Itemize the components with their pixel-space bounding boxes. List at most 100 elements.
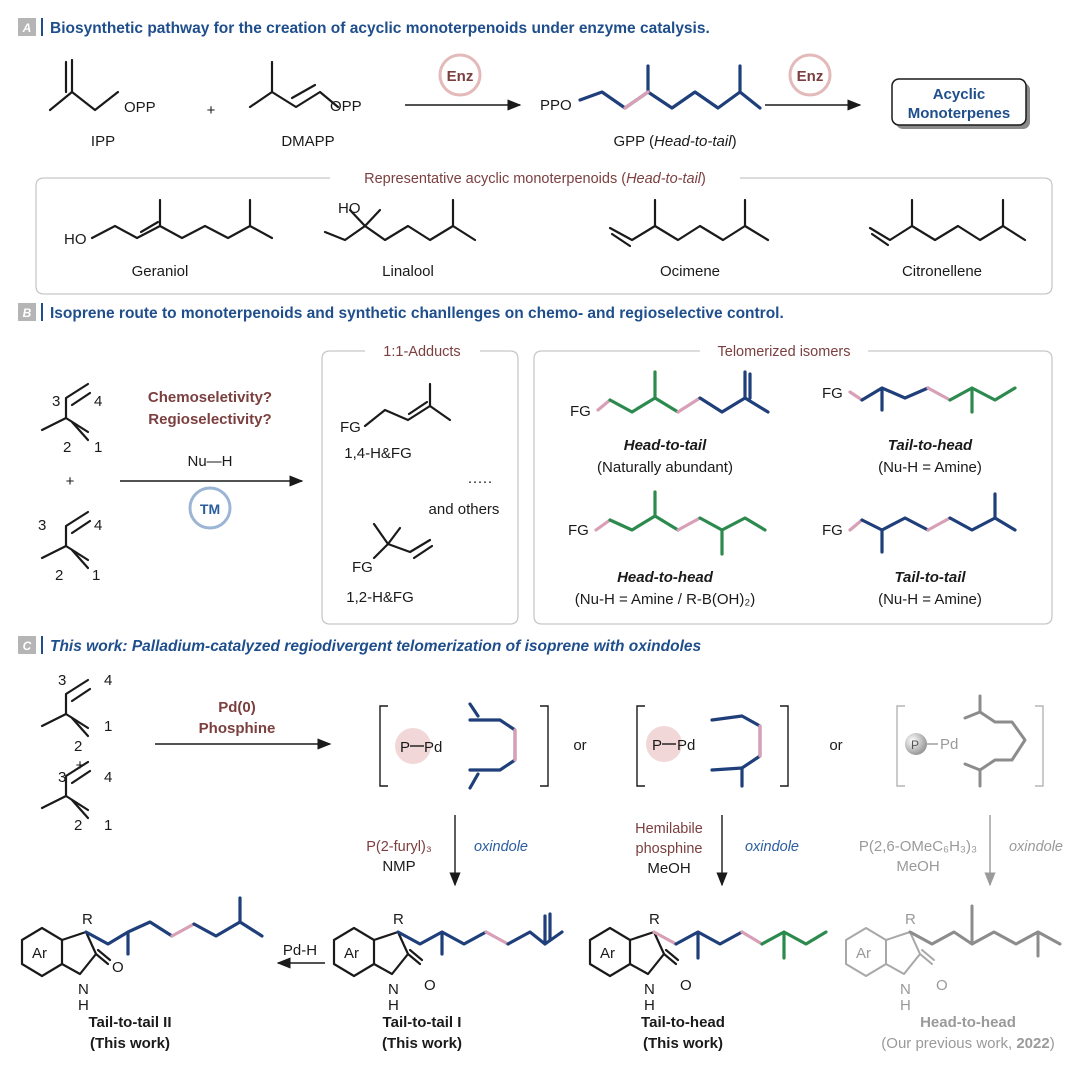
p2-o: O <box>424 977 436 994</box>
ipp-structure: OPP IPP <box>48 58 156 150</box>
isomer-name-tth: Tail-to-head <box>888 437 973 454</box>
arrow-c-main: Pd(0) Phosphine <box>155 699 332 750</box>
c-num-1b: 1 <box>104 817 112 834</box>
nu-h-label: Nu—H <box>187 453 232 470</box>
isomer-note-ttt: (Nu-H = Amine) <box>878 591 982 608</box>
adduct-dots: ····· <box>468 473 493 490</box>
cond3-line1: P(2,6-OMeC₆H₃)₃ <box>859 838 977 855</box>
ipp-opp: OPP <box>124 99 156 116</box>
isoprene-c-bottom: 3 4 2 1 <box>40 760 112 834</box>
or-1: or <box>573 737 586 754</box>
cond3-line2: MeOH <box>896 858 939 875</box>
c-num-4a: 4 <box>104 672 112 689</box>
enzyme-arrow-1: Enz <box>405 53 522 111</box>
dmapp-structure: OPP DMAPP <box>248 60 362 150</box>
p2-r: R <box>393 911 404 928</box>
p3-h: H <box>644 997 655 1014</box>
b-num-3a: 3 <box>52 393 60 410</box>
p4-h: H <box>900 997 911 1014</box>
dmapp-label: DMAPP <box>281 133 334 150</box>
product-line1: Acyclic <box>933 86 986 103</box>
plus-c: + <box>76 757 85 774</box>
adduct12-label: 1,2-H&FG <box>346 589 414 606</box>
adduct14-label: 1,4-H&FG <box>344 445 412 462</box>
p1-r: R <box>82 911 93 928</box>
enz-label-1: Enz <box>447 68 474 85</box>
arrow-b: Chemoseletivity? Regioselectivity? Nu—H … <box>120 389 304 530</box>
product-hth: Ar N H O R Head-to-head (Our previous wo… <box>845 904 1062 1052</box>
compound-name-geraniol: Geraniol <box>132 263 189 280</box>
tth-fg: FG <box>822 385 843 402</box>
int1-pd: Pd <box>424 739 442 756</box>
isomer-note-hth: (Nu-H = Amine / R-B(OH)₂) <box>575 591 755 608</box>
section-a-tag: A <box>22 21 32 35</box>
product-ttt1: Ar N H O R Tail-to-tail I (This work) <box>332 911 564 1052</box>
p4-n: N <box>900 981 911 998</box>
section-b-title: Isoprene route to monoterpenoids and syn… <box>50 305 784 322</box>
arrow-c-down-1: P(2-furyl)₃ NMP oxindole <box>366 815 528 887</box>
c-num-4b: 4 <box>104 769 112 786</box>
cond1-line2: NMP <box>382 858 415 875</box>
section-a-tag-box <box>18 18 36 36</box>
isomer-note-tth: (Nu-H = Amine) <box>878 459 982 476</box>
p1-o: O <box>112 959 124 976</box>
adduct-others: and others <box>429 501 500 518</box>
product-tth: Ar N H O R Tail-to-head (This work) <box>588 911 828 1052</box>
cond1-line1: P(2-furyl)₃ <box>366 839 432 855</box>
int3-p: P <box>911 738 919 752</box>
plus-a: + <box>207 102 216 119</box>
telomer-box: Telomerized isomers FG Head-to-tail (Nat… <box>533 344 1053 625</box>
ttt-fg: FG <box>822 522 843 539</box>
representative-box: Representative acyclic monoterpenoids (H… <box>35 171 1053 295</box>
p2-ar: Ar <box>344 945 359 962</box>
p1-h: H <box>78 997 89 1014</box>
c-num-3b: 3 <box>58 769 66 786</box>
adduct12-fg: FG <box>352 559 373 576</box>
isoprene-c-top: 3 4 2 1 <box>40 672 112 755</box>
ocimene-structure: Ocimene <box>608 198 770 280</box>
product-ttt2: Ar N H O R Tail-to-tail II (This work) <box>20 896 264 1052</box>
representative-title: Representative acyclic monoterpenoids (H… <box>364 171 706 187</box>
int2-pd: Pd <box>677 737 695 754</box>
p3-r: R <box>649 911 660 928</box>
question-chemo: Chemoseletivity? <box>148 389 272 406</box>
product-name-3: Tail-to-head <box>641 1014 725 1031</box>
linalool-structure: HO Linalool <box>323 198 477 280</box>
arrow-c-down-3: P(2,6-OMeC₆H₃)₃ MeOH oxindole <box>859 815 1063 887</box>
intermediate-3: P Pd <box>896 694 1044 788</box>
cond2-line2: phosphine <box>636 841 703 857</box>
isomer-name-hth: Head-to-head <box>617 569 714 586</box>
cond1-oxindole: oxindole <box>474 839 528 855</box>
cond3-oxindole: oxindole <box>1009 839 1063 855</box>
adducts-title: 1:1-Adducts <box>383 344 460 360</box>
arrow-pdh: Pd-H <box>276 942 325 969</box>
tm-label: TM <box>200 501 220 517</box>
isomer-name-ttt: Tail-to-tail <box>894 569 966 586</box>
arrow-c-down-2: Hemilabile phosphine MeOH oxindole <box>635 815 799 887</box>
enzyme-arrow-2: Enz <box>765 53 862 111</box>
b-num-2b: 2 <box>55 567 63 584</box>
b-num-4a: 4 <box>94 393 102 410</box>
int1-p: P <box>400 739 410 756</box>
cond2-line1: Hemilabile <box>635 821 703 837</box>
adduct14-fg: FG <box>340 419 361 436</box>
product-note-4: (Our previous work, 2022) <box>881 1035 1054 1052</box>
int2-p: P <box>652 737 662 754</box>
section-b-tag: B <box>23 306 32 320</box>
product-note-2: (This work) <box>382 1035 462 1052</box>
compound-name-citronellene: Citronellene <box>902 263 982 280</box>
p2-h: H <box>388 997 399 1014</box>
isomer-name-htt: Head-to-tail <box>624 437 707 454</box>
p4-r: R <box>905 911 916 928</box>
b-num-4b: 4 <box>94 517 102 534</box>
cond2-oxindole: oxindole <box>745 839 799 855</box>
dmapp-opp: OPP <box>330 98 362 115</box>
p3-n: N <box>644 981 655 998</box>
isoprene-b-top: 3 4 2 1 <box>40 382 102 456</box>
c-num-2a: 2 <box>74 738 82 755</box>
product-name-2: Tail-to-tail I <box>383 1014 462 1031</box>
p1-ar: Ar <box>32 945 47 962</box>
geraniol-structure: HO Geraniol <box>64 198 274 280</box>
b-num-1b: 1 <box>92 567 100 584</box>
p3-o: O <box>680 977 692 994</box>
